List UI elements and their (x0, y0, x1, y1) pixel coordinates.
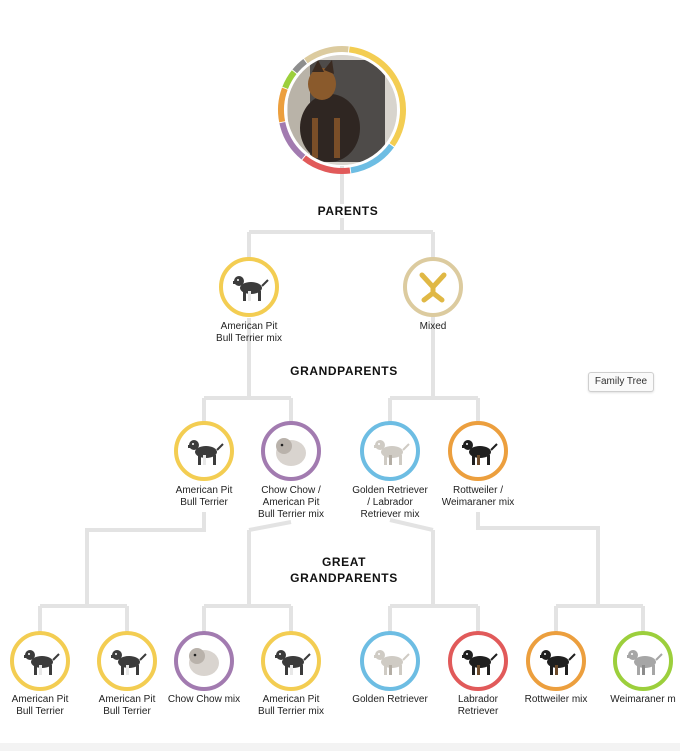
labrador-icon (462, 650, 498, 675)
ancestry-ring-segment-green (282, 70, 297, 90)
golden-retriever-icon (374, 650, 410, 675)
pit-bull-icon (111, 650, 147, 675)
ancestry-ring-segment-gray (292, 59, 308, 74)
great-grandparents-node[interactable] (526, 631, 586, 691)
great-grandparents-label: Weimaraner m (610, 694, 676, 705)
grandparents-label: Chow Chow / American Pit Bull Terrier mi… (258, 485, 324, 520)
chow-chow-icon (276, 438, 306, 466)
grandparents-label: Rottweiler / Weimaraner mix (441, 485, 515, 508)
great-grandparents-label: Rottweiler mix (524, 694, 588, 705)
grandparents-node[interactable] (448, 421, 508, 481)
footer-band (0, 743, 680, 751)
ancestry-ring-segment-orange (278, 87, 288, 123)
ancestry-ring-segment-red (302, 155, 351, 174)
great-grandparents-label: Labrador Retriever (457, 694, 499, 717)
great-grandparents-node[interactable] (613, 631, 673, 691)
great-grandparents-node[interactable] (97, 631, 157, 691)
ancestry-ring-segment-yellow (348, 46, 406, 147)
great-grandparents-label: American Pit Bull Terrier (11, 694, 69, 717)
great-grandparents-label: American Pit Bull Terrier mix (258, 694, 324, 717)
grandparents-node[interactable] (174, 421, 234, 481)
section-label-parents: PARENTS (302, 204, 394, 218)
subject-dog-photo (287, 55, 397, 165)
weimaraner-icon (627, 650, 663, 675)
section-label-grandparents: GRANDPARENTS (276, 364, 412, 378)
ancestry-ring-segment-tan (304, 46, 349, 64)
pit-bull-icon (233, 276, 269, 301)
great-grandparents-node[interactable] (261, 631, 321, 691)
parents-node[interactable] (219, 257, 279, 317)
parents-label: Mixed (419, 321, 447, 332)
parents-label: American Pit Bull Terrier mix (216, 321, 282, 344)
pit-bull-icon (24, 650, 60, 675)
tree-connectors (38, 166, 645, 632)
great-grandparents-label: American Pit Bull Terrier (98, 694, 156, 717)
great-grandparents-node[interactable] (10, 631, 70, 691)
parents-node[interactable] (403, 257, 463, 317)
grandparents-node[interactable] (360, 421, 420, 481)
ancestry-ring-segment-purple (279, 121, 306, 160)
rottweiler-icon (540, 650, 576, 675)
great-grandparents-label: Chow Chow mix (167, 694, 241, 705)
golden-retriever-icon (374, 440, 410, 465)
ancestry-ring-segment-blue (350, 143, 394, 174)
pit-bull-icon (275, 650, 311, 675)
rottweiler-icon (462, 440, 498, 465)
great-grandparents-label: Golden Retriever (352, 694, 428, 705)
grandparents-node[interactable] (261, 421, 321, 481)
grandparents-label: Golden Retriever / Labrador Retriever mi… (352, 485, 428, 520)
great-grandparents-node[interactable] (448, 631, 508, 691)
grandparents-label: American Pit Bull Terrier (175, 485, 233, 508)
subject-ancestry-ring (278, 46, 406, 174)
chow-chow-icon (189, 648, 219, 676)
family-tree-tooltip: Family Tree (588, 372, 654, 392)
mixed-breed-icon (419, 272, 447, 303)
section-label-great-grandparents: GREAT GRANDPARENTS (276, 554, 412, 586)
pit-bull-icon (188, 440, 224, 465)
great-grandparents-node[interactable] (360, 631, 420, 691)
great-grandparents-node[interactable] (174, 631, 234, 691)
